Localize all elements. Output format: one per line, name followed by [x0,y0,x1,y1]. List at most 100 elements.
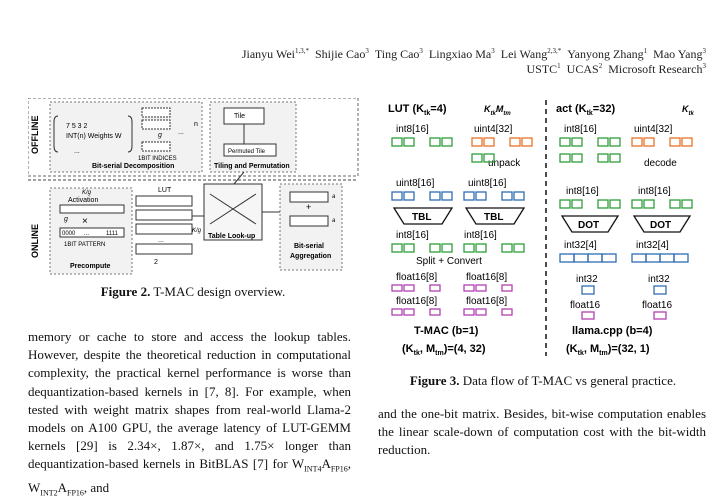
dot-right [632,215,692,233]
weight-digits: 7 5 3 2 [66,123,88,130]
author-name: Lingxiao Ma [428,47,492,61]
lut-tables [135,195,193,255]
left-green-row-2 [471,153,495,163]
bracket-left [53,115,59,153]
formula-subscript: FP16 [67,488,84,498]
author-affiliation-mark: 3 [702,47,707,55]
agg-row-1 [289,191,329,203]
agg-label-2: Aggregation [290,253,331,260]
tmac-params: (Ktk, Mtm)=(4, 32) [402,343,486,357]
tbl-left [392,207,454,225]
left-green-row-3 [391,243,525,253]
arrow-tiling-to-lookup [233,171,245,185]
right-int32-4-a: int32[4] [564,240,597,251]
author-line-names: Jianyu Wei1,3,* Shijie Cao3 Ting Cao3 Li… [210,47,706,62]
right-int32-box-b [653,285,667,295]
author-name: UCAS [566,62,599,76]
kg-label-2: K/g [192,228,202,234]
right-int32-4-b: int32[4] [636,240,669,251]
online-label: ONLINE [30,224,40,258]
right-int32-b: int32 [648,274,670,285]
right-int32-box-a [581,285,595,295]
formula-subscript: INT4 [304,465,322,475]
figure-2-caption: Figure 2. T-MAC design overview. [100,284,286,299]
bit-plane-3 [141,141,171,152]
precompute-label: Precompute [70,263,111,270]
tiling-label: Tiling and Permutation [214,163,290,170]
agg-label-1: Bit-serial [294,243,324,250]
author-name: Lei Wang [500,47,548,61]
right-green-row-1 [559,137,621,163]
author-name: Mao Yang [653,47,703,61]
onebit-indices-label: 1BIT INDICES [138,156,177,162]
author-affiliation-mark: 3 [419,47,423,55]
weights-label: INT(n) Weights W [66,133,122,140]
left-float-c: float16[8] [396,296,437,307]
left-purple-row-2 [391,308,513,316]
author-affiliation-mark: 1 [557,62,561,70]
right-int8-16-c: int8[16] [638,186,671,197]
g-label-top: g [158,132,162,139]
figure-3-caption: Figure 3. Data flow of T-MAC vs general … [409,373,677,388]
unpack-label: unpack [488,158,521,169]
right-float16-a: float16 [570,300,600,311]
pattern-dots: ... [84,231,89,237]
activation-label: Activation [68,197,98,204]
table-lookup-label: Table Look-up [208,233,255,240]
pattern-bar [59,227,125,238]
right-int8-16-b: int8[16] [566,186,599,197]
alpha0-label: a [332,194,336,200]
left-float-b: float16[8] [466,272,507,283]
lut-title: LUT (Ktk=4) [388,103,447,117]
lut-dots: ... [158,237,164,244]
author-name: Shijie Cao [314,47,366,61]
right-uint4-32: uint4[32] [634,124,673,135]
weights-dots: ... [74,148,80,155]
onebit-pattern-label: 1BIT PATTERN [64,242,105,248]
right-int32-a: int32 [576,274,598,285]
left-uint8-16-a: uint8[16] [396,178,435,189]
dots-vertical: ... [178,129,184,136]
author-line-affiliations: USTC1 UCAS2 Microsoft Research3 [210,62,706,77]
act-kt: Ktk [682,104,694,117]
right-float-box-b [653,311,667,320]
right-orange-row [631,137,693,147]
left-purple-row-1 [391,284,513,292]
right-float16-b: float16 [642,300,672,311]
two-g-label: 2 [154,259,158,266]
formula-text: A [321,456,331,472]
lookup-line-2 [209,193,257,225]
figure-2-diagram: OFFLINE ONLINE 7 5 3 2 INT(n) Weights W … [28,98,359,275]
plus-sign: + [306,202,311,212]
left-int8-16: int8[16] [396,124,429,135]
bit-plane-1 [141,107,171,118]
permuted-tile-box [223,143,277,157]
formula-text: A [57,480,67,496]
left-blue-row-1 [391,191,525,201]
tile-label: Tile [234,113,245,120]
author-affiliation-mark: 2,3,* [547,47,562,55]
g-label-act: g [64,216,68,223]
lut-kt-mt: KtkMtm [484,104,511,117]
right-blue-row [559,253,689,263]
act-title: act (Ktk=32) [556,103,615,117]
dot-left [560,215,620,233]
dot-right-label: DOT [650,220,671,231]
left-column-text: memory or cache to store and access the … [28,329,351,498]
n-label: n [194,121,198,128]
offline-region [28,98,359,177]
agg-row-2 [289,215,329,227]
bracket-right [127,115,133,153]
decode-label: decode [644,158,677,169]
right-column-text: and the one-bit matrix. Besides, bit-wis… [378,406,706,458]
left-int8-16-d: int8[16] [464,230,497,241]
author-block: Jianyu Wei1,3,* Shijie Cao3 Ting Cao3 Li… [210,47,706,77]
left-uint8-16-b: uint8[16] [468,178,507,189]
left-orange-row [471,137,533,147]
pattern-last: 1111 [106,231,119,237]
author-affiliation-mark: 3 [365,47,369,55]
author-affiliation-mark: 3 [491,47,495,55]
tbl-left-label: TBL [412,212,431,223]
left-float-a: float16[8] [396,272,437,283]
decomposition-box [49,101,203,173]
